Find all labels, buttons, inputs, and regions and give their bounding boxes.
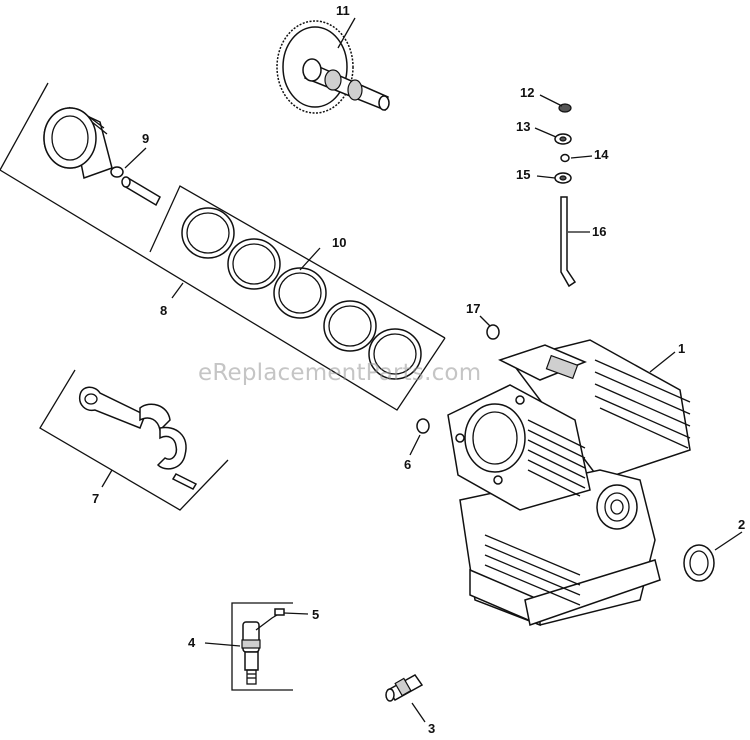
callout-7[interactable]: 7 [92,491,100,506]
oil-pressure-sensor-part[interactable] [241,621,261,685]
callout-11[interactable]: 11 [336,3,350,18]
oil-seal-part[interactable] [683,544,715,582]
connecting-rod-part[interactable] [78,386,198,490]
dowel-part[interactable] [486,324,500,340]
piston-rings-part[interactable] [181,207,422,380]
callout-4[interactable]: 4 [188,635,196,650]
leader-lines [101,17,743,723]
watermark-text: eReplacementParts.com [198,360,482,386]
callout-17[interactable]: 17 [466,301,481,316]
callout-8[interactable]: 8 [160,303,168,318]
callout-14[interactable]: 14 [594,147,609,162]
washer-part[interactable] [554,133,572,145]
sensor-wire-part[interactable] [255,608,285,631]
connecting-rod-frame [39,369,229,511]
callout-3[interactable]: 3 [428,721,436,736]
callout-13[interactable]: 13 [516,119,531,134]
piston-pin-part[interactable] [121,176,161,207]
sensor-frame [231,602,293,691]
crankcase-part[interactable] [447,339,691,627]
camshaft-part[interactable] [276,20,390,114]
stud-part[interactable] [560,196,577,288]
lock-washer-part[interactable] [554,172,572,184]
callout-6[interactable]: 6 [404,457,412,472]
piston-part[interactable] [43,106,113,179]
callout-15[interactable]: 15 [516,167,531,182]
callout-2[interactable]: 2 [738,517,746,532]
callout-1[interactable]: 1 [678,341,686,356]
callout-5[interactable]: 5 [312,607,320,622]
spacer-part[interactable] [560,153,570,163]
piston-kit-frame [0,82,446,411]
piston-pin-clip-part[interactable] [110,166,124,178]
callout-10[interactable]: 10 [332,235,347,250]
callout-16[interactable]: 16 [592,224,607,239]
callout-9[interactable]: 9 [142,131,150,146]
dowel-pin-part[interactable] [416,418,430,434]
callout-12[interactable]: 12 [520,85,535,100]
fitting-part[interactable] [385,674,424,702]
